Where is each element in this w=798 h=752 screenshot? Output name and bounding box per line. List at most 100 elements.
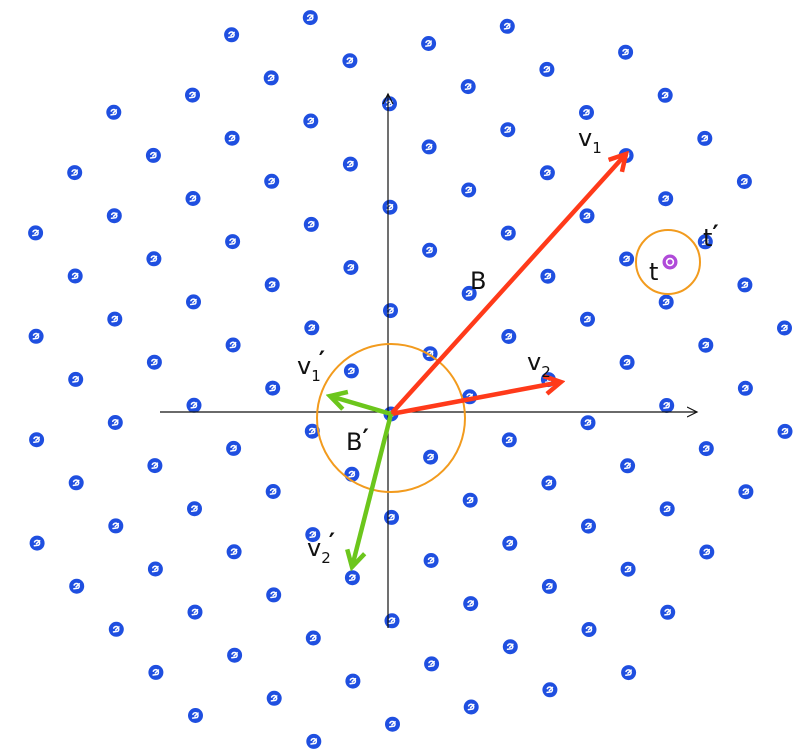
lattice-point-icon	[263, 70, 279, 86]
lattice-point-icon	[106, 104, 122, 120]
lattice-point-icon	[424, 656, 440, 672]
lattice-point-icon	[619, 251, 635, 267]
lattice-point-icon	[541, 475, 557, 491]
lattice-point-icon	[69, 578, 85, 594]
lattice-point-icon	[698, 441, 714, 457]
lattice-point-icon	[29, 535, 45, 551]
lattice-point-icon	[342, 156, 358, 172]
label-v1-prime-mark: ′	[319, 346, 325, 374]
lattice-point-icon	[501, 329, 517, 344]
lattice-point-icon	[738, 484, 754, 500]
lattice-point-icon	[659, 501, 675, 517]
lattice-point-icon	[68, 371, 84, 387]
label-v2: v2	[527, 348, 551, 381]
lattice-point-icon	[147, 458, 163, 474]
lattice-point-icon	[539, 165, 555, 181]
lattice-point-icon	[620, 458, 636, 474]
lattice-point-icon	[345, 673, 361, 689]
lattice-point-icon	[621, 665, 637, 681]
label-B: B	[470, 267, 486, 295]
lattice-point-icon	[186, 294, 201, 310]
label-v2-prime: v2′	[307, 528, 335, 567]
lattice-point-icon	[777, 320, 792, 336]
target-point-icon	[662, 254, 678, 270]
lattice-point-icon	[422, 242, 438, 258]
label-t-prime-mark: ′	[712, 220, 718, 248]
lattice-point-icon	[108, 621, 124, 637]
lattice-point-icon	[619, 354, 635, 370]
vector-v1	[389, 154, 626, 416]
lattice-point-icon	[305, 630, 321, 646]
lattice-point-icon	[265, 484, 281, 499]
reduced-basis-circle	[316, 343, 466, 493]
vector-v2	[390, 382, 561, 417]
lattice-point-icon	[502, 535, 518, 551]
lattice-point-icon	[344, 466, 360, 482]
lattice-point-icon	[146, 354, 162, 370]
lattice-point-icon	[460, 79, 476, 95]
lattice-point-icon	[224, 130, 240, 146]
label-t: t	[649, 258, 658, 286]
label-v2-prime-subscript: 2	[321, 549, 331, 567]
lattice-point-icon	[305, 527, 321, 543]
lattice-point-icon	[499, 18, 515, 34]
lattice-point-icon	[343, 260, 359, 275]
lattice-point-icon	[657, 87, 673, 103]
lattice-point-icon	[342, 53, 358, 69]
lattice-point-icon	[28, 328, 44, 344]
lattice-points	[28, 10, 793, 749]
lattice-point-icon	[463, 699, 479, 715]
lattice-point-icon	[659, 398, 675, 413]
lattice-point-icon	[698, 337, 714, 353]
lattice-point-icon	[304, 423, 320, 439]
lattice-point-icon	[736, 174, 752, 189]
lattice-point-icon	[699, 544, 715, 560]
lattice-point-icon	[382, 96, 397, 112]
lattice-point-icon	[264, 277, 280, 293]
lattice-point-icon	[421, 139, 437, 155]
lattice-point-icon	[226, 544, 242, 560]
lattice-point-icon	[265, 380, 281, 396]
lattice-point-icon	[777, 423, 793, 439]
lattice-point-icon	[225, 337, 241, 353]
lattice-point-icon	[188, 708, 203, 723]
lattice-point-icon	[187, 604, 203, 620]
lattice-point-icon	[303, 216, 319, 232]
lattice-point-icon	[29, 432, 45, 448]
lattice-point-icon	[421, 36, 437, 51]
lattice-point-icon	[106, 208, 122, 224]
lattice-point-icon	[461, 182, 477, 198]
lattice-point-icon	[264, 173, 280, 189]
label-t-prime: t′	[703, 220, 719, 252]
lattice-point-icon	[187, 501, 202, 517]
lattice-point-icon	[266, 587, 282, 603]
lattice-point-icon	[580, 311, 595, 327]
lattice-point-icon	[579, 105, 594, 120]
lattice-point-icon	[539, 61, 555, 77]
lattice-point-icon	[620, 561, 636, 577]
lattice-point-icon	[146, 251, 162, 267]
lattice-point-icon	[344, 570, 360, 586]
label-B-prime: B′	[346, 424, 369, 456]
label-v2-subscript: 2	[541, 363, 551, 381]
lattice-point-icon	[224, 27, 240, 43]
lattice-point-icon	[658, 294, 674, 310]
label-B-prime-letter: B	[346, 428, 362, 456]
lattice-point-icon	[461, 285, 477, 301]
lattice-point-icon	[658, 191, 674, 207]
lattice-point-icon	[579, 208, 595, 224]
lattice-point-icon	[581, 518, 596, 534]
lattice-point-icon	[423, 553, 439, 568]
lattice-point-icon	[306, 733, 322, 749]
lattice-point-icon	[343, 363, 359, 379]
lattice-point-icon	[68, 475, 84, 491]
lattice-point-icon	[384, 509, 399, 525]
lattice-point-icon	[385, 716, 400, 732]
lattice-point-icon	[185, 87, 200, 103]
lattice-point-icon	[107, 415, 123, 430]
lattice-point-icon	[384, 613, 400, 629]
lattice-point-icon	[501, 432, 517, 448]
lattice-point-icon	[302, 10, 318, 26]
lattice-point-icon	[383, 303, 398, 319]
